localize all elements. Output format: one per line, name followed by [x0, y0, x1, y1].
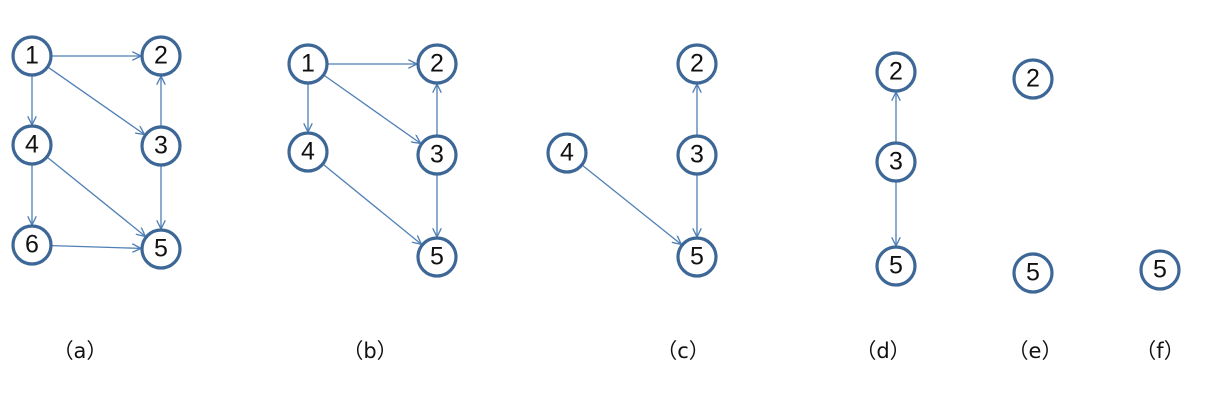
node-3: 3 — [140, 125, 182, 167]
edge-4-to-5 — [323, 164, 421, 244]
panel-caption: （e） — [1008, 339, 1063, 363]
node-5: 5 — [1139, 249, 1181, 291]
node-label: 6 — [25, 231, 39, 259]
node-label: 2 — [430, 50, 444, 78]
node-circle — [11, 124, 53, 166]
node-5: 5 — [416, 236, 458, 278]
node-circle — [676, 236, 718, 278]
node-2: 2 — [1012, 58, 1054, 100]
node-circle — [11, 224, 53, 266]
node-circle — [287, 131, 329, 173]
panel-caption: （d） — [855, 339, 910, 363]
node-5: 5 — [140, 228, 182, 270]
node-4: 4 — [546, 132, 588, 174]
node-circle — [416, 43, 458, 85]
node-5: 5 — [676, 236, 718, 278]
node-label: 4 — [301, 138, 315, 166]
edge-6-to-5 — [51, 246, 140, 249]
node-label: 5 — [1026, 259, 1040, 287]
node-circle — [875, 245, 917, 287]
edge-4-to-5 — [47, 157, 145, 236]
panel-caption: （a） — [53, 339, 108, 363]
node-5: 5 — [1012, 252, 1054, 294]
node-1: 1 — [287, 43, 329, 85]
node-6: 6 — [11, 224, 53, 266]
node-label: 5 — [889, 252, 903, 280]
edge-1-to-3 — [48, 66, 143, 134]
panel-caption: （f） — [1135, 339, 1184, 363]
edge-1-to-3 — [323, 74, 419, 143]
node-circle — [1012, 58, 1054, 100]
panel-f: 5 （f） — [1135, 249, 1185, 363]
node-2: 2 — [875, 51, 917, 93]
node-1: 1 — [11, 35, 53, 77]
node-circle — [11, 35, 53, 77]
node-label: 5 — [690, 243, 704, 271]
node-circle — [676, 134, 718, 176]
node-circle — [875, 141, 917, 183]
node-label: 2 — [889, 58, 903, 86]
node-2: 2 — [676, 43, 718, 85]
node-label: 4 — [25, 131, 39, 159]
panel-caption: （c） — [656, 339, 710, 363]
node-circle — [416, 236, 458, 278]
node-2: 2 — [140, 35, 182, 77]
node-circle — [140, 35, 182, 77]
panel-c: 2 3 4 5 （c） — [546, 43, 718, 363]
node-circle — [546, 132, 588, 174]
node-circle — [287, 43, 329, 85]
node-label: 2 — [1026, 65, 1040, 93]
node-label: 1 — [25, 42, 39, 70]
node-circle — [875, 51, 917, 93]
node-label: 4 — [560, 139, 574, 167]
panel-a: 1 2 3 4 5 6 （a） — [11, 35, 182, 363]
node-3: 3 — [676, 134, 718, 176]
node-4: 4 — [287, 131, 329, 173]
node-2: 2 — [416, 43, 458, 85]
node-5: 5 — [875, 245, 917, 287]
edge-4-to-5 — [582, 164, 681, 243]
node-label: 3 — [690, 141, 704, 169]
node-circle — [416, 134, 458, 176]
node-label: 5 — [430, 243, 444, 271]
node-label: 3 — [430, 141, 444, 169]
node-label: 3 — [154, 132, 168, 160]
node-label: 3 — [889, 148, 903, 176]
node-3: 3 — [416, 134, 458, 176]
panel-d: 2 3 5 （d） — [855, 51, 917, 363]
node-circle — [140, 228, 182, 270]
panel-caption: （b） — [342, 339, 397, 363]
node-circle — [140, 125, 182, 167]
node-circle — [1012, 252, 1054, 294]
node-4: 4 — [11, 124, 53, 166]
panel-b: 1 2 3 4 5 （b） — [287, 43, 458, 363]
node-label: 2 — [690, 50, 704, 78]
node-label: 1 — [301, 50, 315, 78]
panel-e: 2 5 （e） — [1008, 58, 1063, 363]
node-3: 3 — [875, 141, 917, 183]
node-label: 5 — [1153, 256, 1167, 284]
node-label: 2 — [154, 42, 168, 70]
node-circle — [676, 43, 718, 85]
node-circle — [1139, 249, 1181, 291]
node-label: 5 — [154, 235, 168, 263]
